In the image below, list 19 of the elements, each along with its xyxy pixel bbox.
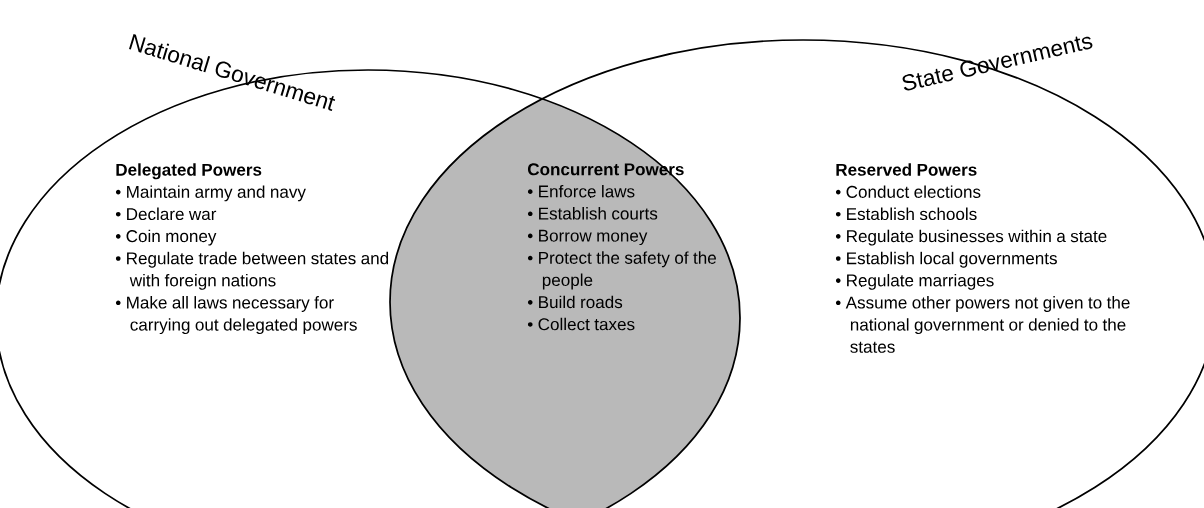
heading: Delegated Powers — [116, 163, 262, 180]
bullet-item: • Conduct elections — [835, 185, 981, 198]
bullet-item: • Build roads — [527, 295, 623, 309]
bullet-item: • Make all laws necessary for carrying out delegated powers — [115, 296, 357, 335]
bullet-item: • Protect the safety of the people — [527, 251, 716, 290]
bullet-item: • Assume other powers not given to the national government or denied to the states — [835, 296, 1130, 353]
bullet-item: • Declare war — [115, 207, 217, 221]
bullet-item: • Establish local governments — [835, 251, 1057, 268]
heading: Reserved Powers — [836, 163, 977, 176]
bullet-item: • Maintain army and navy — [115, 185, 306, 202]
bullet-item: • Establish schools — [835, 207, 977, 221]
bullet-item: • Regulate businesses within a state — [835, 229, 1107, 246]
bullet-item: • Coin money — [115, 229, 217, 246]
bullet-item: • Regulate marriages — [835, 273, 994, 290]
bullet-item: • Enforce laws — [527, 184, 635, 198]
bullet-item: • Regulate trade between states and with foreign nations — [115, 251, 389, 290]
bullet-item: • Establish courts — [527, 207, 658, 220]
bullet-item: • Borrow money — [527, 229, 648, 246]
bullet-item: • Collect taxes — [527, 317, 635, 331]
